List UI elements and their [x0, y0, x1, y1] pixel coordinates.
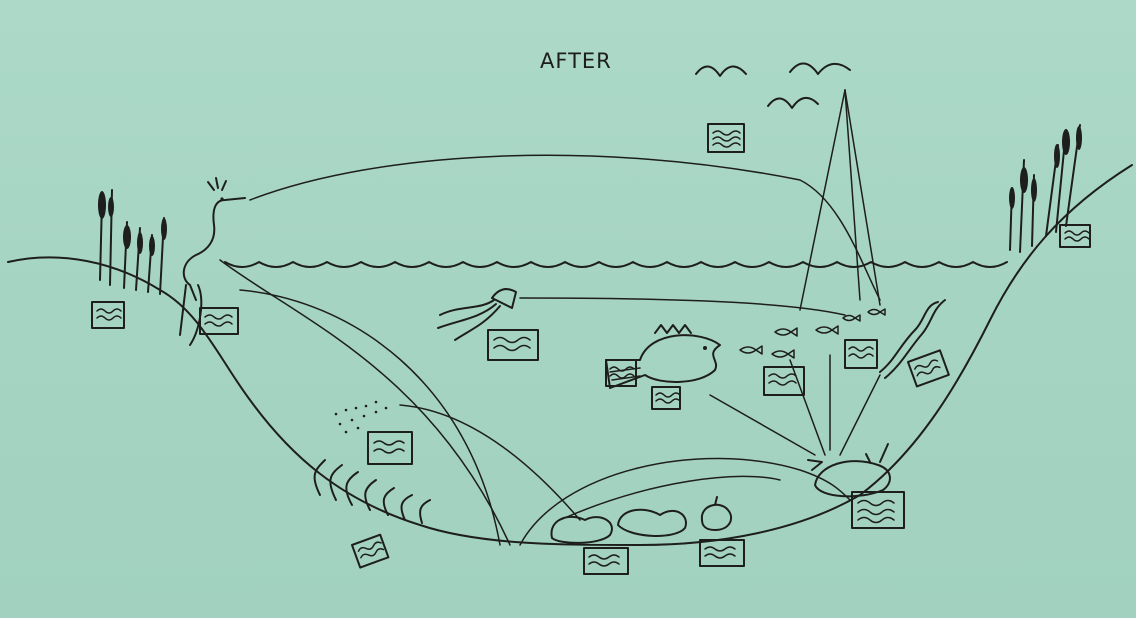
food-web-link [790, 360, 825, 455]
label-card [92, 302, 124, 328]
wavy-lines-card-icon [97, 309, 121, 320]
wavy-lines-card-icon [205, 315, 232, 326]
label-card-frame [200, 308, 238, 334]
wavy-lines-card-icon [914, 359, 940, 378]
label-card-frame [584, 548, 628, 574]
small-fish-icon [772, 350, 794, 358]
wavy-lines-card-icon [713, 131, 740, 147]
food-web-link [710, 395, 815, 455]
jellyfish-icon [438, 289, 516, 340]
rock-icon [618, 510, 686, 536]
rock-icon [551, 517, 611, 543]
label-card [1060, 225, 1090, 247]
label-card [845, 340, 877, 368]
label-card [852, 492, 904, 528]
small-fish-icon [775, 328, 797, 336]
food-web-link [520, 459, 850, 545]
wavy-lines-card-icon [358, 541, 384, 560]
label-card-frame [368, 432, 412, 464]
wavy-lines-card-icon [656, 393, 680, 403]
food-web-link [520, 298, 845, 315]
heron-icon [180, 178, 245, 345]
snail-icon [702, 497, 731, 530]
label-card-frame [652, 387, 680, 409]
label-card-frame [488, 330, 538, 360]
wavy-lines-card-icon [769, 374, 796, 385]
label-card [908, 350, 949, 386]
label-card-frame [352, 535, 388, 568]
small-fish-icon [868, 309, 885, 315]
label-card [606, 360, 636, 386]
label-card-frame [1060, 225, 1090, 247]
plankton-icon [335, 401, 388, 434]
label-card [488, 330, 538, 360]
water-surface-waves [225, 262, 1007, 267]
wavy-lines-card-icon [374, 441, 404, 453]
bird-icon [790, 63, 850, 74]
food-web-link [845, 90, 860, 300]
small-fish-icon [740, 346, 762, 354]
food-web-link [840, 375, 880, 455]
pond-basin-outline [8, 165, 1132, 545]
page-title: AFTER [540, 49, 612, 73]
wavy-lines-card-icon [494, 338, 530, 351]
bird-icon [768, 98, 818, 108]
small-fish-icon [843, 315, 860, 321]
food-web-link [240, 290, 500, 545]
label-card-frame [845, 340, 877, 368]
cattails-left [98, 190, 167, 294]
wavy-lines-card-icon [858, 501, 894, 523]
label-card-frame [908, 350, 949, 386]
wavy-lines-card-icon [849, 347, 873, 358]
food-web-link [845, 90, 880, 305]
wavy-lines-card-icon [705, 547, 735, 558]
food-web-link [800, 90, 845, 310]
small-fish-icon [816, 326, 838, 334]
wavy-lines-card-icon [589, 555, 619, 566]
cattails-right [1009, 125, 1082, 252]
label-card-frame [700, 540, 744, 566]
bird-icon [696, 66, 746, 76]
label-card-frame [92, 302, 124, 328]
turtle-icon [808, 444, 890, 496]
label-card-frame [606, 360, 636, 386]
wavy-lines-card-icon [1065, 231, 1089, 241]
label-card [708, 124, 744, 152]
food-web-link [250, 155, 880, 300]
pond-weeds-icon [315, 460, 430, 523]
label-card [584, 548, 628, 574]
label-card [352, 535, 388, 568]
label-card [700, 540, 744, 566]
label-card [200, 308, 238, 334]
label-card [368, 432, 412, 464]
label-card [652, 387, 680, 409]
